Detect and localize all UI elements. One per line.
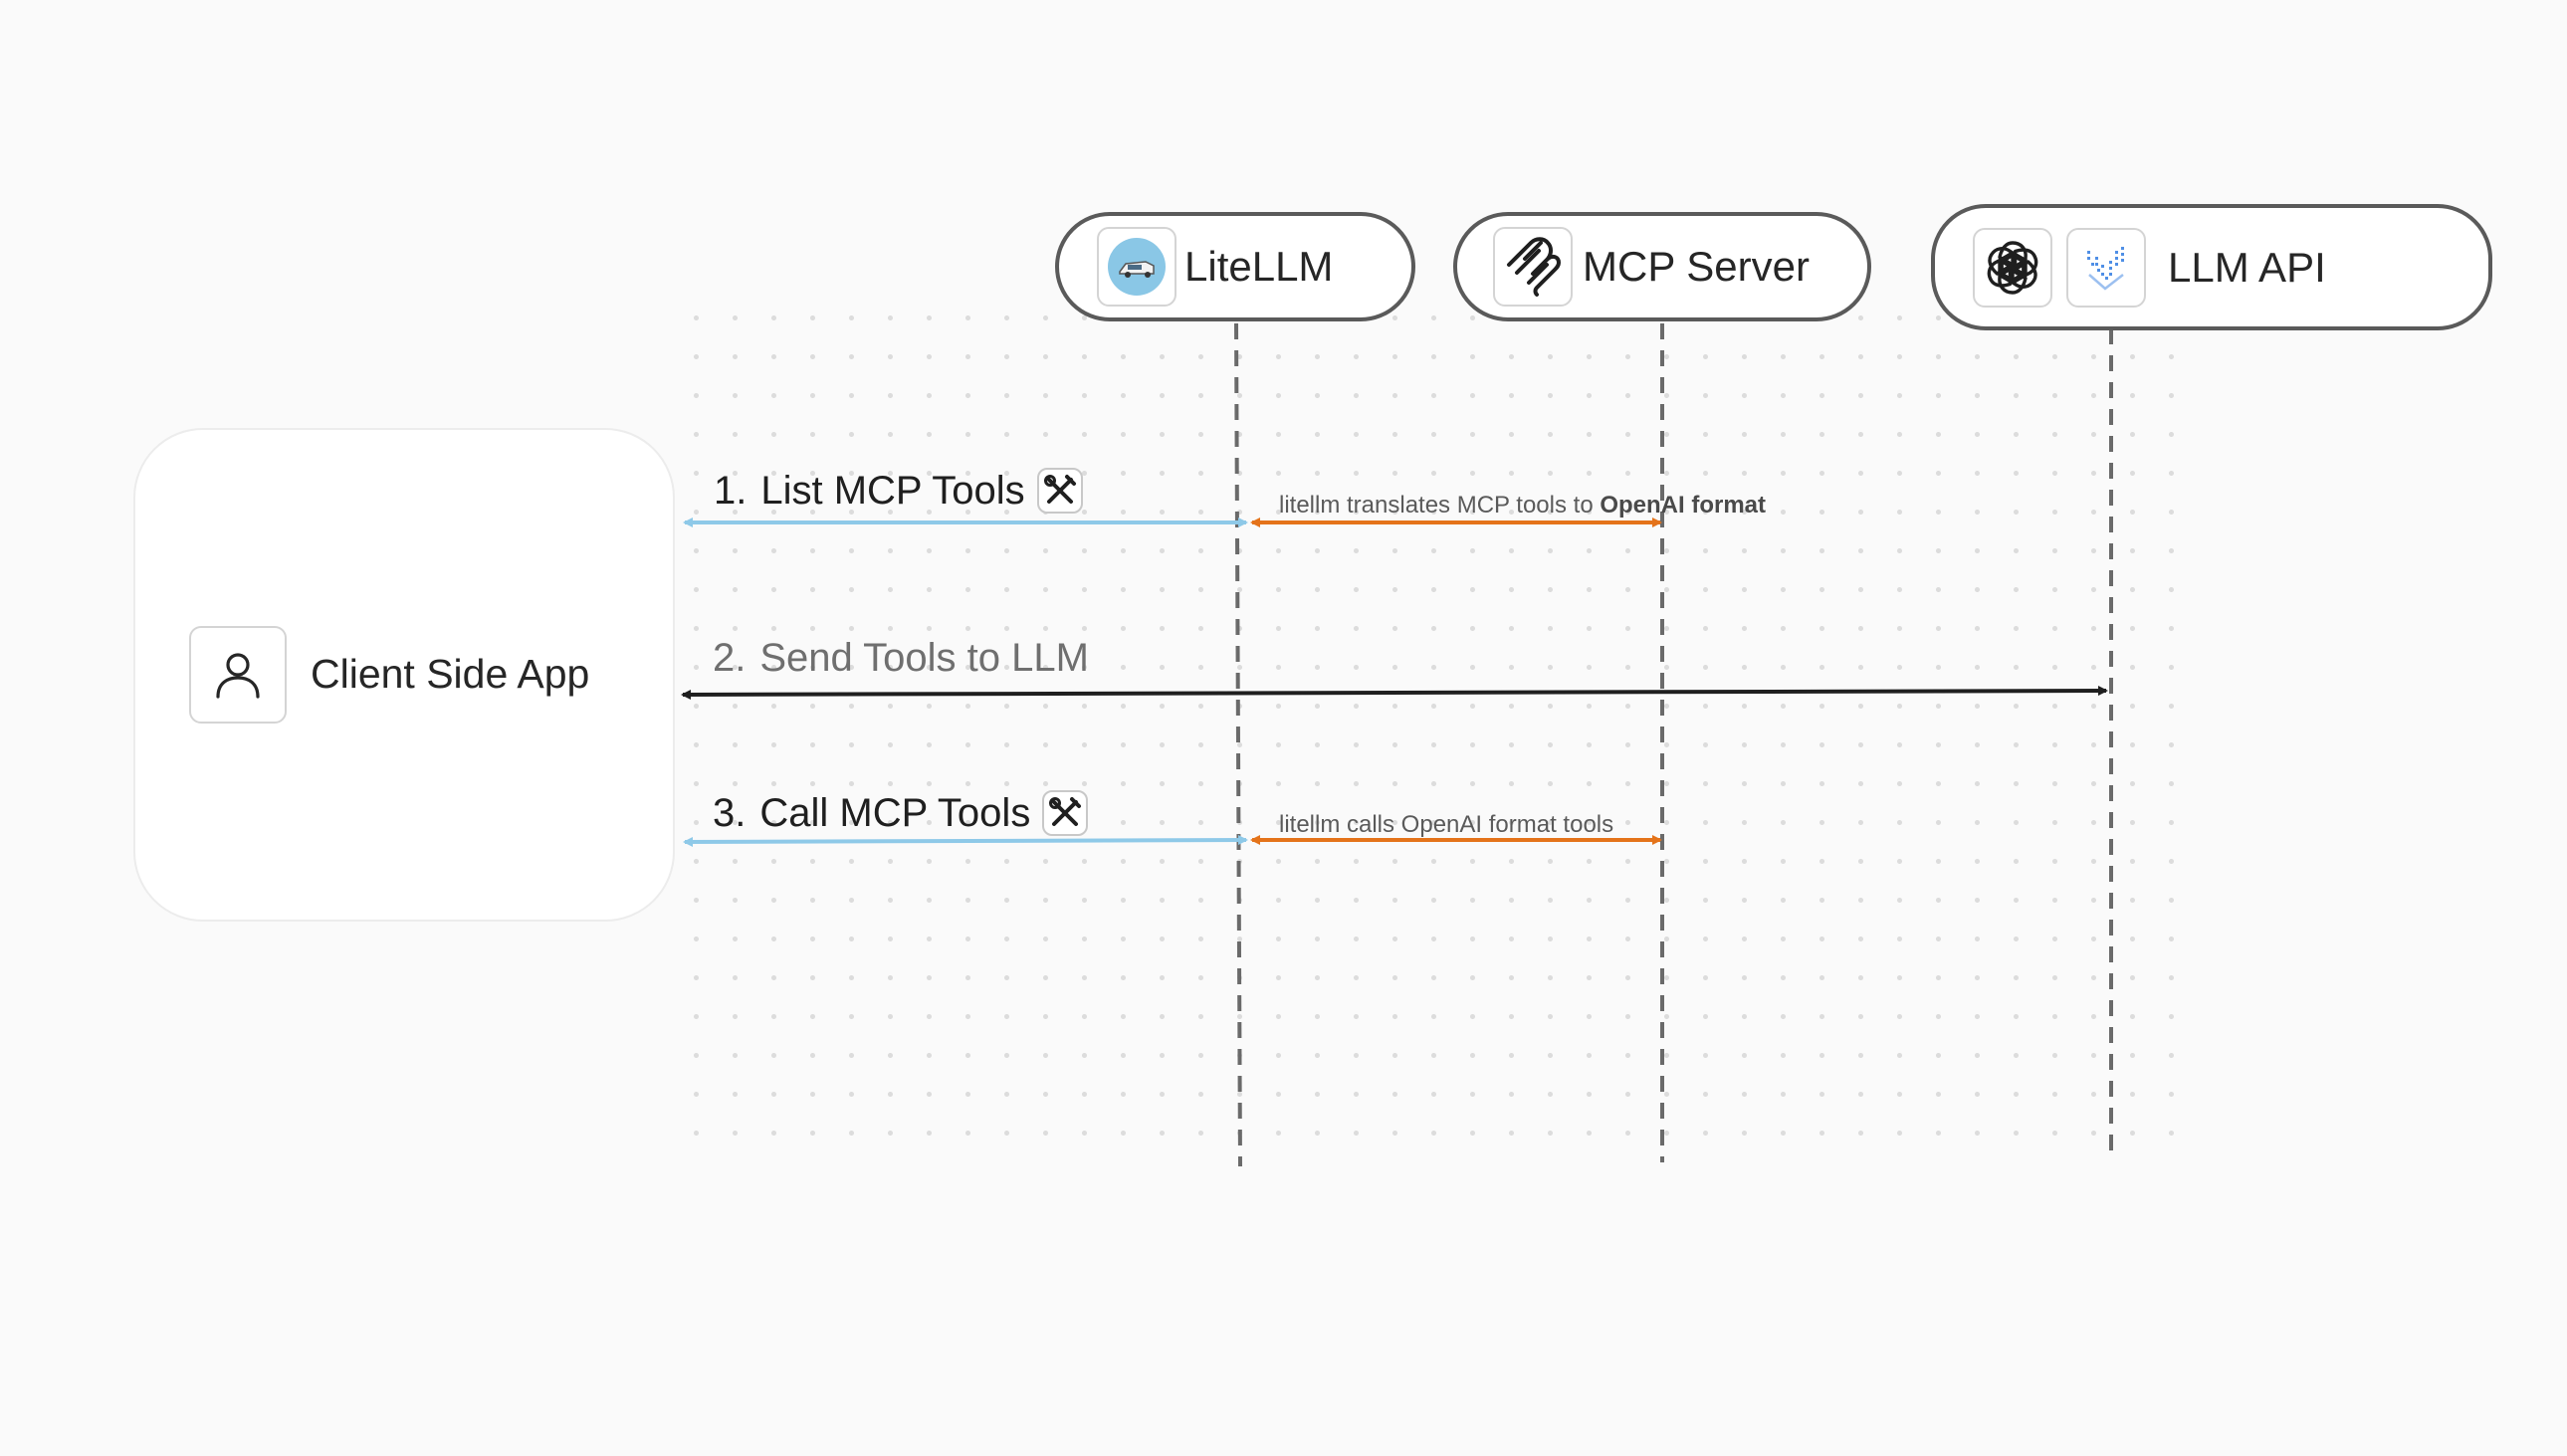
mcp-server-label: MCP Server bbox=[1583, 243, 1810, 290]
step3-client-arrow bbox=[683, 835, 1248, 847]
step1-label: 1. List MCP Tools bbox=[714, 468, 1083, 514]
llm-api-participant: LLM API bbox=[1931, 204, 2492, 330]
step1-note-prefix: litellm translates MCP tools to bbox=[1279, 492, 1601, 519]
step3-number: 3. bbox=[713, 790, 747, 835]
step3-note-text: litellm calls OpenAI format tools bbox=[1279, 811, 1614, 838]
step3-label: 3. Call MCP Tools bbox=[713, 790, 1089, 836]
mcp-logo-icon bbox=[1493, 227, 1573, 307]
step1-note-bold: OpenAI format bbox=[1600, 492, 1767, 519]
step1-text: List MCP Tools bbox=[760, 468, 1025, 513]
dot-grid-background bbox=[677, 299, 2190, 1154]
gemini-logo-icon bbox=[2066, 227, 2146, 308]
client-side-app-label: Client Side App bbox=[311, 651, 590, 697]
step1-note: litellm translates MCP tools to OpenAI f… bbox=[1279, 492, 1766, 520]
litellm-label: LiteLLM bbox=[1184, 243, 1334, 290]
tools-icon bbox=[1042, 790, 1089, 836]
user-icon bbox=[189, 626, 287, 724]
litellm-logo-icon bbox=[1097, 227, 1177, 307]
step1-number: 1. bbox=[714, 468, 748, 513]
litellm-lifeline bbox=[1234, 322, 1242, 1167]
step3-note: litellm calls OpenAI format tools bbox=[1279, 811, 1613, 839]
step2-text: Send Tools to LLM bbox=[759, 636, 1089, 680]
llm-api-label: LLM API bbox=[2168, 243, 2326, 291]
openai-logo-icon bbox=[1973, 227, 2052, 308]
step3-text: Call MCP Tools bbox=[759, 790, 1031, 835]
step2-number: 2. bbox=[713, 636, 747, 680]
step2-llm-arrow bbox=[681, 686, 2108, 700]
litellm-participant: LiteLLM bbox=[1055, 212, 1415, 321]
step2-label: 2. Send Tools to LLM bbox=[713, 636, 1089, 681]
tools-icon bbox=[1036, 468, 1083, 514]
client-side-app-box: Client Side App bbox=[133, 428, 675, 922]
mcp-server-participant: MCP Server bbox=[1453, 212, 1871, 321]
